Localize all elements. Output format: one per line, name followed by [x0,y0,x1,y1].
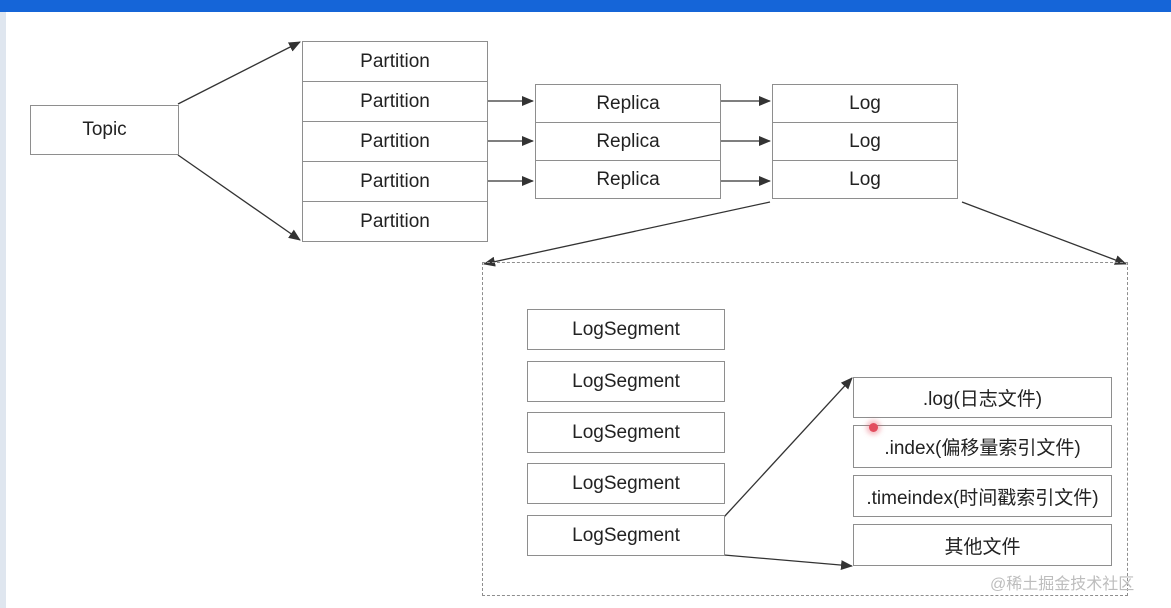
log-segment-node: LogSegment [527,463,725,504]
replica-node: Replica [535,160,721,199]
partition-node: Partition [302,161,488,202]
top-accent-bar [0,0,1171,12]
log-node: Log [772,84,958,123]
arrow-segment-to-other-files [723,554,853,571]
arrow-topic-to-partition-5 [177,154,301,241]
log-detail-container [482,262,1128,596]
arrow-segment-to-log-file [723,377,853,518]
index-file-node: .index(偏移量索引文件) [853,425,1112,468]
log-segment-node: LogSegment [527,309,725,350]
replica-node: Replica [535,122,721,161]
arrow-log-to-detail-right [961,201,1127,265]
partition-node: Partition [302,201,488,242]
partition-node: Partition [302,121,488,162]
log-node: Log [772,160,958,199]
log-segment-node: LogSegment [527,361,725,402]
partition-node: Partition [302,41,488,82]
timeindex-file-node: .timeindex(时间戳索引文件) [853,475,1112,517]
left-edge-bar [0,12,6,608]
log-file-node: .log(日志文件) [853,377,1112,418]
partition-node: Partition [302,81,488,122]
log-segment-node: LogSegment [527,515,725,556]
arrow-log-to-detail-left [483,201,771,267]
arrow-topic-to-partition-1 [177,41,301,105]
replica-node: Replica [535,84,721,123]
watermark: @稀土掘金技术社区 [990,576,1135,593]
log-node: Log [772,122,958,161]
other-files-node: 其他文件 [853,524,1112,566]
cursor-indicator [869,423,878,432]
log-segment-node: LogSegment [527,412,725,453]
topic-node: Topic [30,105,179,155]
